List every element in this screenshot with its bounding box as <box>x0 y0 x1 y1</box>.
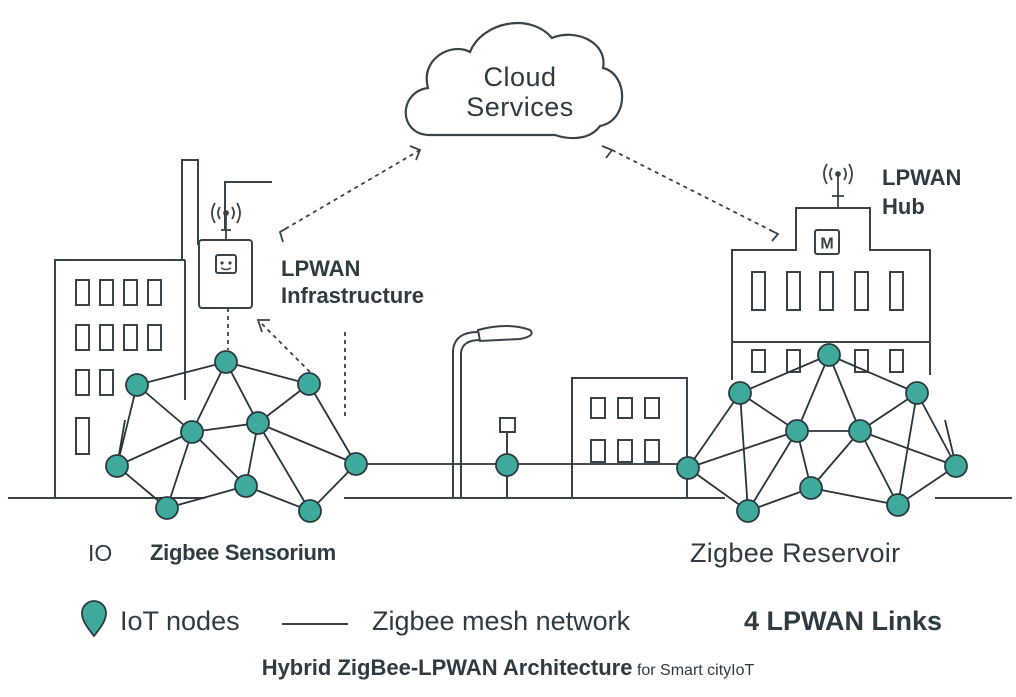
mesh-link <box>739 354 830 394</box>
lpwan-infrastructure-label: LPWAN Infrastructure <box>281 255 424 309</box>
iot-node <box>736 499 760 523</box>
lpwan-links <box>227 149 779 418</box>
mesh-link <box>828 354 918 394</box>
mesh-link <box>916 392 957 467</box>
iot-node <box>180 420 204 444</box>
iot-node <box>246 411 270 435</box>
iot-node <box>886 493 910 517</box>
mesh-link <box>796 354 830 432</box>
caption-sub: for Smart cityIoT <box>636 662 755 679</box>
mesh-link <box>687 430 798 469</box>
iot-nodes <box>105 343 968 523</box>
iot-node <box>105 454 129 478</box>
mesh-link <box>116 431 193 467</box>
cloud-shape <box>404 22 624 140</box>
iot-node <box>799 476 823 500</box>
mesh-link <box>166 431 193 509</box>
iot-node <box>905 381 929 405</box>
lpwan-gateway-device <box>198 239 253 309</box>
iot-node <box>495 453 519 477</box>
mesh-link <box>739 392 749 512</box>
mesh-link <box>257 422 311 512</box>
infra-label-line2: Infrastructure <box>281 283 425 308</box>
iot-node <box>155 496 179 520</box>
iot-node <box>125 373 149 397</box>
mesh-link <box>116 384 138 467</box>
zigbee-reservoir-label: Zigbee Reservoir <box>690 538 901 568</box>
caption-main: Hybrid ZigBee-LPWAN Architecture <box>261 655 633 680</box>
hub-antenna-icon <box>823 163 853 208</box>
mesh-link <box>828 354 861 432</box>
mesh-link <box>810 430 861 489</box>
cloud-label-line2: Services <box>466 92 574 122</box>
iot-node <box>676 456 700 480</box>
mesh-link <box>859 430 899 506</box>
iot-node <box>944 454 968 478</box>
mesh-link <box>225 361 310 385</box>
lpwan-hub-building <box>731 207 931 380</box>
iot-node <box>785 419 809 443</box>
mesh-link <box>687 467 749 512</box>
legend-mesh-network-label: Zigbee mesh network <box>372 606 631 636</box>
iot-node <box>298 499 322 523</box>
mesh-link <box>747 430 798 512</box>
cloud-services-label: Cloud Services <box>440 62 600 122</box>
mesh-link <box>257 422 357 465</box>
mesh-link <box>136 361 227 386</box>
hub-badge: M <box>814 229 840 255</box>
iot-node <box>728 381 752 405</box>
iot-node <box>297 372 321 396</box>
iot-node <box>214 350 238 374</box>
infra-label-line1: LPWAN <box>281 256 361 281</box>
io-label: IO <box>88 540 113 566</box>
mesh-link <box>136 384 193 433</box>
iot-node <box>234 474 258 498</box>
mesh-link <box>308 383 357 465</box>
iot-node <box>817 343 841 367</box>
legend-iot-nodes-label: IoT nodes <box>120 606 240 636</box>
mesh-link <box>687 392 741 469</box>
cloud-label-line1: Cloud <box>483 62 557 92</box>
diagram-caption: Hybrid ZigBee-LPWAN Architecture for Sma… <box>0 655 1016 681</box>
iot-node <box>344 452 368 476</box>
lpwan-arrowheads <box>256 145 780 333</box>
mesh-link <box>191 431 247 487</box>
iot-node <box>848 419 872 443</box>
lpwan-hub-label: LPWAN Hub <box>882 163 961 221</box>
middle-building <box>571 377 688 499</box>
hub-label-line1: LPWAN <box>882 165 962 190</box>
legend-node-icon <box>81 600 107 638</box>
svg-text:M: M <box>820 236 833 253</box>
mesh-link <box>166 485 247 509</box>
street-lamp <box>452 325 533 498</box>
mesh-link <box>897 392 918 506</box>
zigbee-sensorium-label: Zigbee Sensorium <box>150 540 336 565</box>
legend-lpwan-links-label: 4 LPWAN Links <box>744 606 943 636</box>
hub-label-line2: Hub <box>882 194 925 219</box>
gateway-antenna-icon <box>211 202 241 240</box>
mesh-link <box>810 487 899 506</box>
mesh-link <box>191 361 227 433</box>
